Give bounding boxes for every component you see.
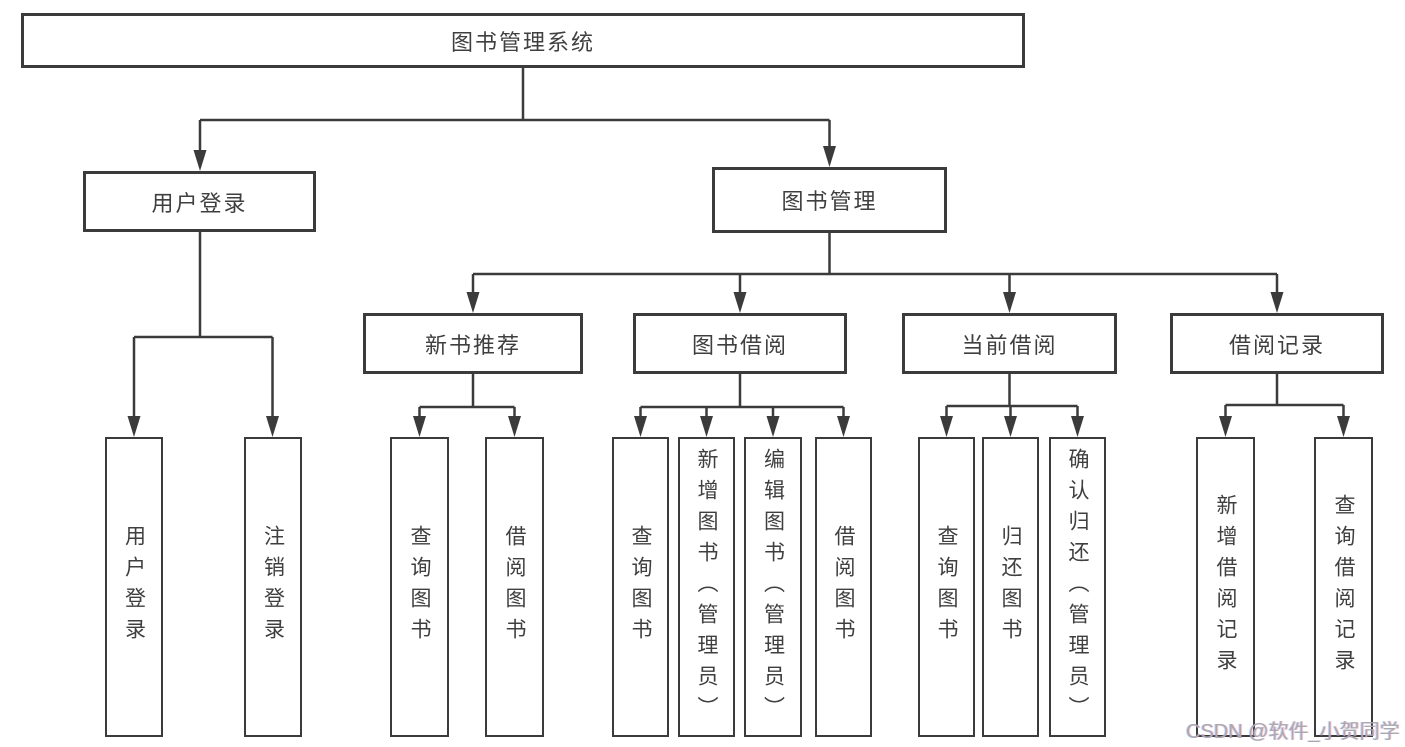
leaf-records-add-label: 新增借阅记录 — [1214, 494, 1237, 680]
leaf-current-query: 查询图书 — [918, 437, 975, 737]
leaf-records-query: 查询借阅记录 — [1314, 437, 1373, 737]
leaf-current-query-label: 查询图书 — [935, 525, 958, 649]
node-root: 图书管理系统 — [21, 13, 1025, 68]
connector-userlogin-to-leaves — [127, 232, 279, 437]
node-book-borrow: 图书借阅 — [633, 313, 847, 374]
node-user-login: 用户登录 — [83, 171, 316, 232]
node-book-management: 图书管理 — [712, 167, 947, 233]
leaf-records-add: 新增借阅记录 — [1196, 437, 1255, 737]
leaf-newbooks-query-label: 查询图书 — [408, 525, 431, 649]
csdn-watermark: CSDN @软件_小贺同学 — [1186, 721, 1400, 743]
leaf-records-query-label: 查询借阅记录 — [1332, 494, 1355, 680]
node-new-book-recommend-label: 新书推荐 — [424, 332, 521, 358]
leaf-user-login: 用户登录 — [105, 437, 163, 737]
leaf-borrow-book-label: 借阅图书 — [832, 525, 855, 649]
leaf-current-return: 归还图书 — [982, 437, 1039, 737]
leaf-current-return-label: 归还图书 — [999, 525, 1022, 649]
connector-newbooks-to-leaves — [413, 374, 521, 437]
leaf-logout: 注销登录 — [244, 437, 302, 737]
node-current-borrow: 当前借阅 — [902, 313, 1117, 374]
leaf-borrow-edit-admin: 编辑图书（管理员） — [744, 437, 802, 737]
node-user-login-label: 用户登录 — [151, 190, 248, 216]
node-new-book-recommend: 新书推荐 — [363, 313, 583, 374]
leaf-borrow-add-admin: 新增图书（管理员） — [678, 437, 735, 737]
node-current-borrow-label: 当前借阅 — [961, 332, 1058, 358]
leaf-borrow-book: 借阅图书 — [815, 437, 872, 737]
node-root-label: 图书管理系统 — [450, 29, 595, 55]
leaf-newbooks-borrow-label: 借阅图书 — [503, 525, 526, 649]
leaf-newbooks-query: 查询图书 — [390, 437, 449, 737]
connector-records-to-leaves — [1219, 374, 1350, 437]
connector-root-to-level2 — [193, 68, 836, 171]
connector-currentborrow-to-leaves — [940, 374, 1084, 437]
leaf-borrow-query: 查询图书 — [612, 437, 669, 737]
connector-bookmgmt-to-level3 — [466, 233, 1284, 313]
leaf-current-confirm-admin-label: 确认归还（管理员） — [1066, 447, 1089, 727]
node-borrow-records-label: 借阅记录 — [1228, 332, 1325, 358]
leaf-borrow-add-admin-label: 新增图书（管理员） — [695, 447, 718, 727]
node-book-borrow-label: 图书借阅 — [691, 332, 788, 358]
leaf-logout-label: 注销登录 — [261, 525, 285, 649]
leaf-borrow-edit-admin-label: 编辑图书（管理员） — [761, 447, 785, 727]
leaf-borrow-query-label: 查询图书 — [629, 525, 652, 649]
node-borrow-records: 借阅记录 — [1170, 313, 1384, 374]
leaf-current-confirm-admin: 确认归还（管理员） — [1049, 437, 1106, 737]
leaf-user-login-label: 用户登录 — [122, 525, 146, 649]
node-book-management-label: 图书管理 — [781, 189, 878, 214]
leaf-newbooks-borrow: 借阅图书 — [485, 437, 544, 737]
connector-bookborrow-to-leaves — [634, 374, 850, 437]
